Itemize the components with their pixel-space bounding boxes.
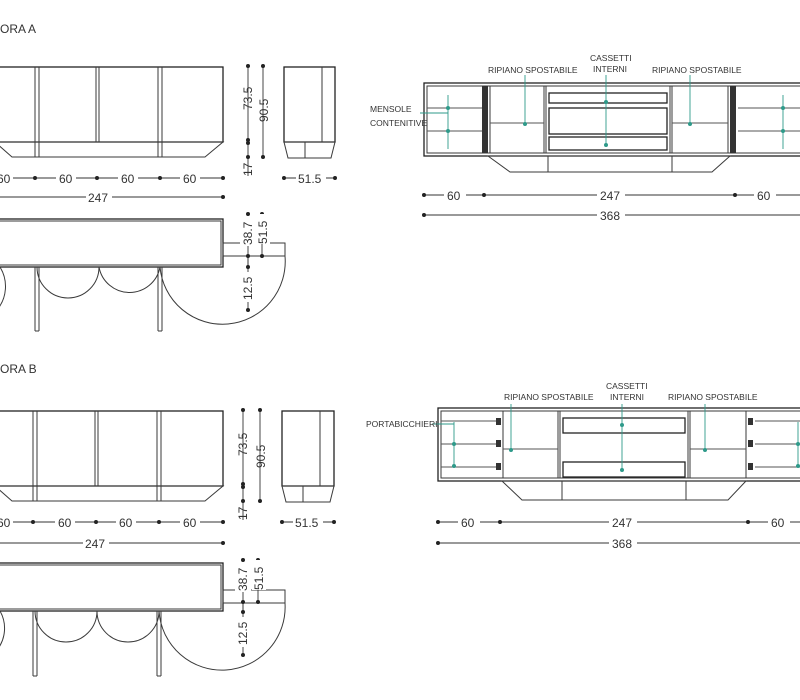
dim-17: 17 bbox=[236, 506, 250, 520]
door-swing-arc bbox=[98, 266, 161, 293]
dim-60: 60 bbox=[183, 516, 197, 530]
label-contenitive: CONTENITIVE bbox=[370, 118, 427, 128]
plan-view-b: 38.7 51.5 12.5 bbox=[0, 558, 286, 677]
dim-368: 368 bbox=[612, 537, 632, 551]
label-cassetti: CASSETTI bbox=[590, 53, 632, 63]
front-elevation-b bbox=[0, 410, 225, 502]
drawer bbox=[548, 136, 668, 151]
dim-17: 17 bbox=[241, 162, 255, 176]
open-view-a: RIPIANO SPOSTABILE CASSETTI INTERNI RIPI… bbox=[370, 53, 800, 223]
door-hinge-panel bbox=[730, 86, 736, 153]
dim-60: 60 bbox=[183, 172, 197, 186]
plan-top bbox=[0, 218, 224, 268]
dim-38-7: 38.7 bbox=[236, 567, 250, 591]
door-swing-arc bbox=[159, 255, 286, 325]
side-elevation-b bbox=[281, 410, 335, 503]
label-ripiano-right: RIPIANO SPOSTABILE bbox=[652, 65, 742, 75]
side-elevation-a bbox=[283, 66, 336, 159]
dim-247: 247 bbox=[85, 537, 105, 551]
height-dims-b: 73.5 90.5 17 bbox=[236, 408, 268, 520]
door-swing-arc bbox=[36, 266, 100, 299]
drawer-section bbox=[545, 85, 671, 154]
dim-60: 60 bbox=[447, 189, 461, 203]
dim-247: 247 bbox=[600, 189, 620, 203]
dim-51-5: 51.5 bbox=[295, 516, 319, 530]
open-base bbox=[500, 480, 748, 501]
plan-view-a: 38.7 51.5 12.5 bbox=[0, 212, 286, 332]
dim-90-5: 90.5 bbox=[257, 98, 271, 122]
door-swing-arc bbox=[0, 266, 6, 307]
dim-60: 60 bbox=[0, 172, 11, 186]
door-hinge-panel bbox=[482, 86, 488, 153]
dim-368: 368 bbox=[600, 209, 620, 223]
section-a-title: ORA A bbox=[0, 22, 36, 36]
dim-38-7: 38.7 bbox=[241, 221, 255, 245]
label-portabicchieri: PORTABICCHIERI bbox=[366, 419, 437, 429]
cabinet-body bbox=[0, 66, 224, 143]
side-base bbox=[283, 141, 336, 159]
open-base bbox=[486, 155, 732, 173]
dim-247: 247 bbox=[612, 516, 632, 530]
dim-60: 60 bbox=[757, 189, 771, 203]
dim-60: 60 bbox=[0, 516, 11, 530]
dim-60: 60 bbox=[461, 516, 475, 530]
label-interni: INTERNI bbox=[610, 392, 644, 402]
side-body bbox=[283, 66, 336, 143]
drawer bbox=[562, 417, 686, 434]
section-b-title: ORA B bbox=[0, 362, 37, 376]
dim-12-5: 12.5 bbox=[236, 621, 250, 645]
dim-60: 60 bbox=[771, 516, 785, 530]
drawer bbox=[562, 461, 686, 478]
height-dims-a: 73.5 90.5 17 bbox=[241, 64, 271, 176]
cabinet-base bbox=[0, 141, 225, 158]
width-dims-b: 60 60 60 60 247 51.5 bbox=[0, 514, 336, 551]
label-ripiano-left: RIPIANO SPOSTABILE bbox=[488, 65, 578, 75]
label-ripiano-right: RIPIANO SPOSTABILE bbox=[668, 392, 758, 402]
dim-51-5: 51.5 bbox=[252, 566, 266, 590]
cabinet-base bbox=[0, 485, 225, 502]
dim-90-5: 90.5 bbox=[254, 444, 268, 468]
dim-12-5: 12.5 bbox=[241, 276, 255, 300]
drawer-section bbox=[559, 410, 689, 479]
section-b: ORA B 73.5 90.5 17 bbox=[0, 362, 800, 677]
dim-73-5: 73.5 bbox=[241, 86, 255, 110]
drawer bbox=[548, 107, 668, 135]
dim-247: 247 bbox=[88, 191, 108, 205]
open-view-b: RIPIANO SPOSTABILE CASSETTI INTERNI RIPI… bbox=[366, 381, 800, 551]
dim-51-5: 51.5 bbox=[298, 172, 322, 186]
dim-60: 60 bbox=[119, 516, 133, 530]
label-interni: INTERNI bbox=[593, 64, 627, 74]
dim-51-5: 51.5 bbox=[256, 220, 270, 244]
open-cabinet-body bbox=[423, 82, 800, 157]
label-ripiano-left: RIPIANO SPOSTABILE bbox=[504, 392, 594, 402]
label-mensole: MENSOLE bbox=[370, 104, 412, 114]
width-dims-a: 60 60 60 60 247 51.5 bbox=[0, 170, 337, 205]
dim-60: 60 bbox=[59, 172, 73, 186]
front-elevation-a bbox=[0, 66, 225, 158]
dim-60: 60 bbox=[121, 172, 135, 186]
section-a: ORA A 73.5 90.5 bbox=[0, 22, 800, 332]
drawer bbox=[548, 92, 668, 104]
dim-73-5: 73.5 bbox=[236, 432, 250, 456]
dim-60: 60 bbox=[58, 516, 72, 530]
label-cassetti: CASSETTI bbox=[606, 381, 648, 391]
